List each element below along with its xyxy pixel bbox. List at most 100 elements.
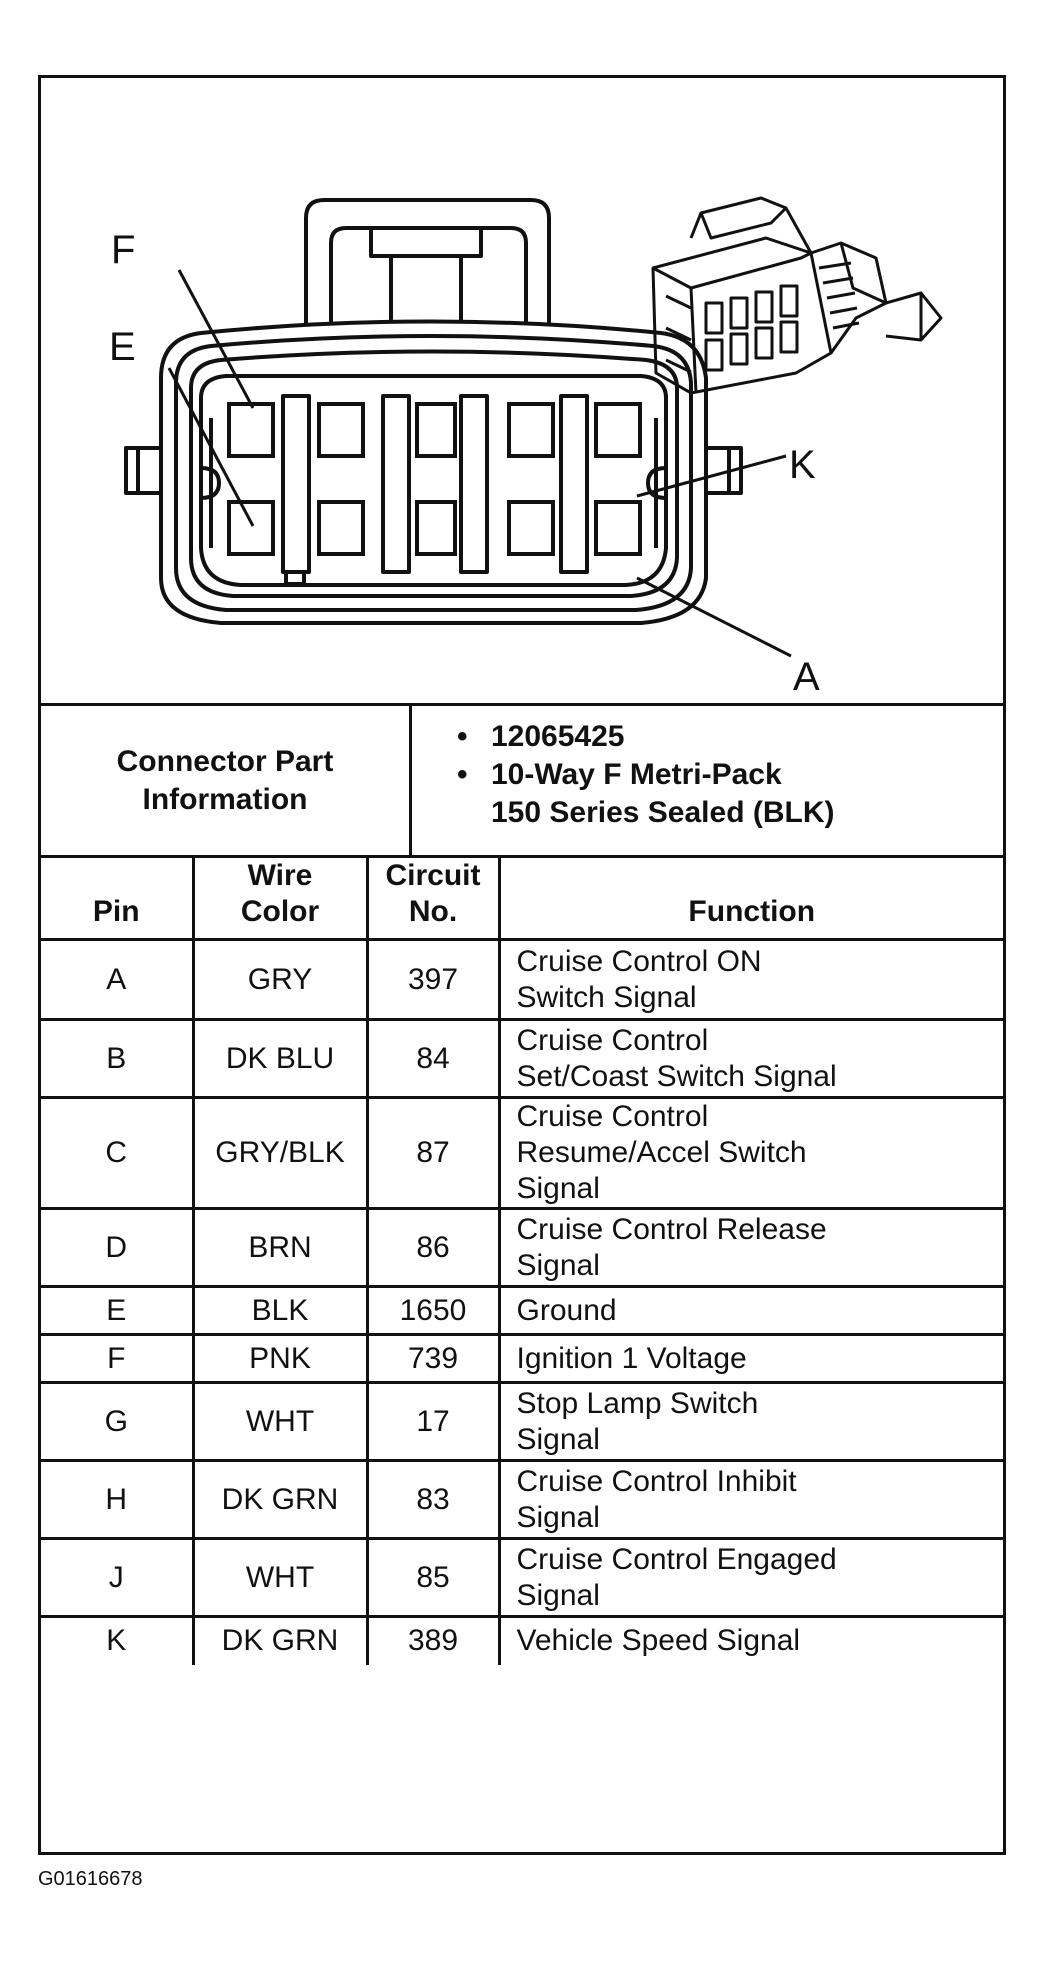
part-number-bullet: • 12065425: [457, 718, 1003, 756]
wire-color-cell: WHT: [191, 1537, 369, 1618]
description-line2: 150 Series Sealed (BLK): [491, 796, 835, 829]
function-line: Ignition 1 Voltage: [516, 1341, 747, 1375]
connector-part-info-values: • 12065425 • 10-Way F Metri-Pack 150 Ser…: [412, 706, 1003, 855]
pin-cell: E: [41, 1285, 195, 1336]
cavity-b: [507, 500, 555, 556]
function-line: Cruise Control Engaged: [516, 1542, 837, 1576]
cavity-d: [317, 500, 365, 556]
circuit-cell: 17: [365, 1381, 501, 1462]
leader-f: [177, 269, 255, 409]
cavity-f: [227, 402, 275, 458]
header-function: Function: [497, 858, 1003, 941]
wire-color-cell: WHT: [191, 1381, 369, 1462]
pin-cell: H: [41, 1459, 195, 1540]
leader-e: [167, 367, 255, 527]
wire-color-cell: BRN: [191, 1207, 369, 1288]
wire-color-cell: GRY/BLK: [191, 1096, 369, 1210]
connector-figure: F E K A: [38, 75, 1006, 1855]
function-cell: Vehicle Speed Signal: [497, 1615, 1003, 1665]
circuit-cell: 87: [365, 1096, 501, 1210]
description-line1: 10-Way F Metri-Pack: [491, 758, 782, 791]
pin-cell: F: [41, 1333, 195, 1384]
part-number: 12065425: [491, 720, 625, 753]
callout-k: K: [789, 443, 816, 487]
connector-face-drawing: F E K A: [109, 196, 943, 699]
function-line: Set/Coast Switch Signal: [516, 1059, 837, 1093]
figure-id: G01616678: [38, 1868, 143, 1890]
header-pin: Pin: [41, 858, 195, 941]
callout-e: E: [109, 325, 136, 369]
description-bullet: • 10-Way F Metri-Pack 150 Series Sealed …: [457, 758, 835, 829]
cavity-e: [227, 500, 275, 556]
connector-part-info: Connector Part Information • 12065425 • …: [41, 703, 1003, 858]
function-line: Signal: [516, 1500, 600, 1534]
wire-color-cell: DK GRN: [191, 1459, 369, 1540]
circuit-cell: 83: [365, 1459, 501, 1540]
cavity-k: [594, 402, 642, 458]
function-cell: Ignition 1 Voltage: [497, 1333, 1003, 1384]
function-line: Switch Signal: [516, 980, 697, 1014]
pin-cell: A: [41, 938, 195, 1021]
function-line: Signal: [516, 1172, 600, 1205]
circuit-cell: 85: [365, 1537, 501, 1618]
function-line: Signal: [516, 1248, 600, 1282]
circuit-cell: 389: [365, 1615, 501, 1665]
function-line: Stop Lamp Switch: [516, 1386, 759, 1420]
leader-a: [636, 576, 792, 658]
function-line: Cruise Control ON: [516, 944, 762, 978]
function-cell: Ground: [497, 1285, 1003, 1336]
function-line: Cruise Control: [516, 1100, 709, 1133]
pin-cell: D: [41, 1207, 195, 1288]
leader-k: [636, 454, 787, 498]
connector-part-info-label: Connector Part Information: [41, 706, 412, 855]
cavity-a: [594, 500, 642, 556]
wire-color-cell: PNK: [191, 1333, 369, 1384]
circuit-cell: 86: [365, 1207, 501, 1288]
circuit-cell: 397: [365, 938, 501, 1021]
connector-diagram: F E K A: [41, 78, 1003, 703]
function-line: Signal: [516, 1422, 600, 1456]
callout-a: A: [793, 655, 820, 699]
pin-cell: K: [41, 1615, 195, 1665]
function-line: Ground: [516, 1293, 617, 1327]
circuit-cell: 739: [365, 1333, 501, 1384]
cavity-h: [415, 402, 457, 458]
circuit-cell: 84: [365, 1018, 501, 1099]
pin-cell: C: [41, 1096, 195, 1210]
function-line: Resume/Accel Switch: [516, 1136, 807, 1169]
cavity-j: [507, 402, 555, 458]
cavity-c: [415, 500, 457, 556]
wire-color-cell: DK BLU: [191, 1018, 369, 1099]
connector-3d-view: [651, 196, 943, 395]
function-line: Signal: [516, 1578, 600, 1612]
callout-f: F: [111, 228, 135, 272]
wire-color-cell: BLK: [191, 1285, 369, 1336]
pin-cell: B: [41, 1018, 195, 1099]
function-line: Cruise Control Release: [516, 1212, 827, 1246]
pin-cell: G: [41, 1381, 195, 1462]
function-line: Cruise Control Inhibit: [516, 1464, 797, 1498]
info-label-line1: Connector Part: [116, 744, 334, 778]
info-label-line2: Information: [142, 782, 308, 816]
pin-cell: J: [41, 1537, 195, 1618]
wire-color-cell: GRY: [191, 938, 369, 1021]
